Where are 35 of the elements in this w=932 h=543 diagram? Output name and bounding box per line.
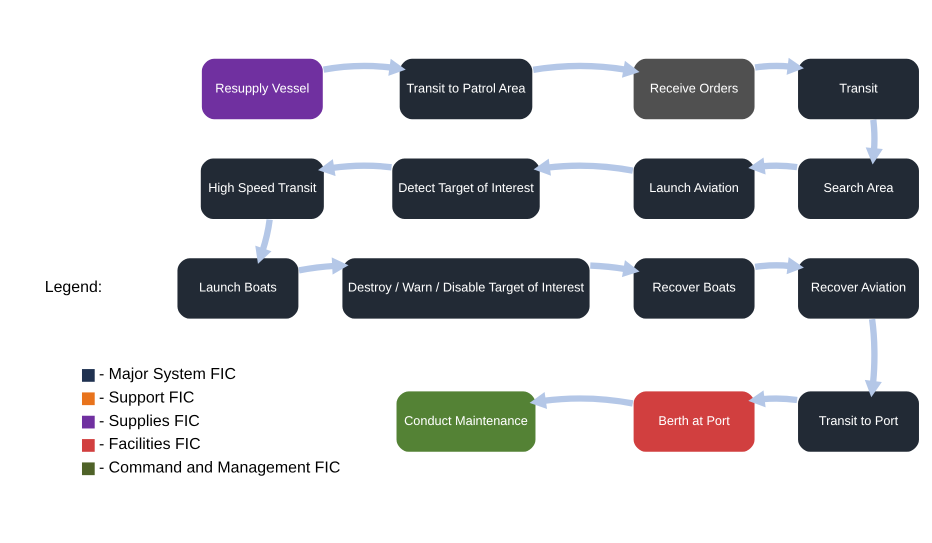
legend-label: - Supplies FIC — [98, 412, 200, 430]
node-box: Recover Boats — [632, 256, 756, 320]
arrow — [323, 58, 406, 76]
node-box: Conduct Maintenance — [395, 390, 537, 452]
node-box: Receive Orders — [632, 57, 756, 120]
node-box: Detect Target of Interest — [391, 156, 541, 220]
node-box: High Speed Transit — [200, 156, 325, 220]
arrow — [532, 60, 640, 78]
arrow — [754, 256, 804, 274]
arrow — [754, 57, 804, 74]
legend-label: - Command and Management FIC — [98, 458, 340, 476]
arrow — [866, 119, 883, 164]
arrow — [748, 156, 798, 174]
arrow — [298, 256, 349, 274]
node-box: Launch Boats — [176, 256, 300, 320]
label: Legend: — [44, 278, 102, 296]
node-box: Transit to Port — [796, 390, 920, 452]
legend-label: - Facilities FIC — [98, 436, 201, 453]
legend-label: - Major System FIC — [98, 366, 236, 383]
arrow — [530, 392, 634, 409]
node-box: Transit — [796, 57, 920, 120]
node-box: Berth at Port — [632, 390, 756, 452]
arrow — [864, 318, 882, 397]
arrow — [318, 158, 392, 176]
arrow — [748, 390, 798, 407]
arrow — [255, 218, 273, 264]
node-box: Search Area — [796, 156, 920, 220]
legend-label: - Support FIC — [98, 388, 194, 406]
arrow — [534, 158, 634, 176]
node-box: Destroy / Warn / Disable Target of Interest — [341, 256, 591, 320]
node-box: Resupply Vessel — [200, 57, 324, 120]
node-box: Transit to Patrol Area — [398, 57, 534, 120]
arrow — [590, 260, 640, 277]
node-box: Recover Aviation — [796, 256, 920, 320]
node-box: Launch Aviation — [632, 156, 756, 220]
